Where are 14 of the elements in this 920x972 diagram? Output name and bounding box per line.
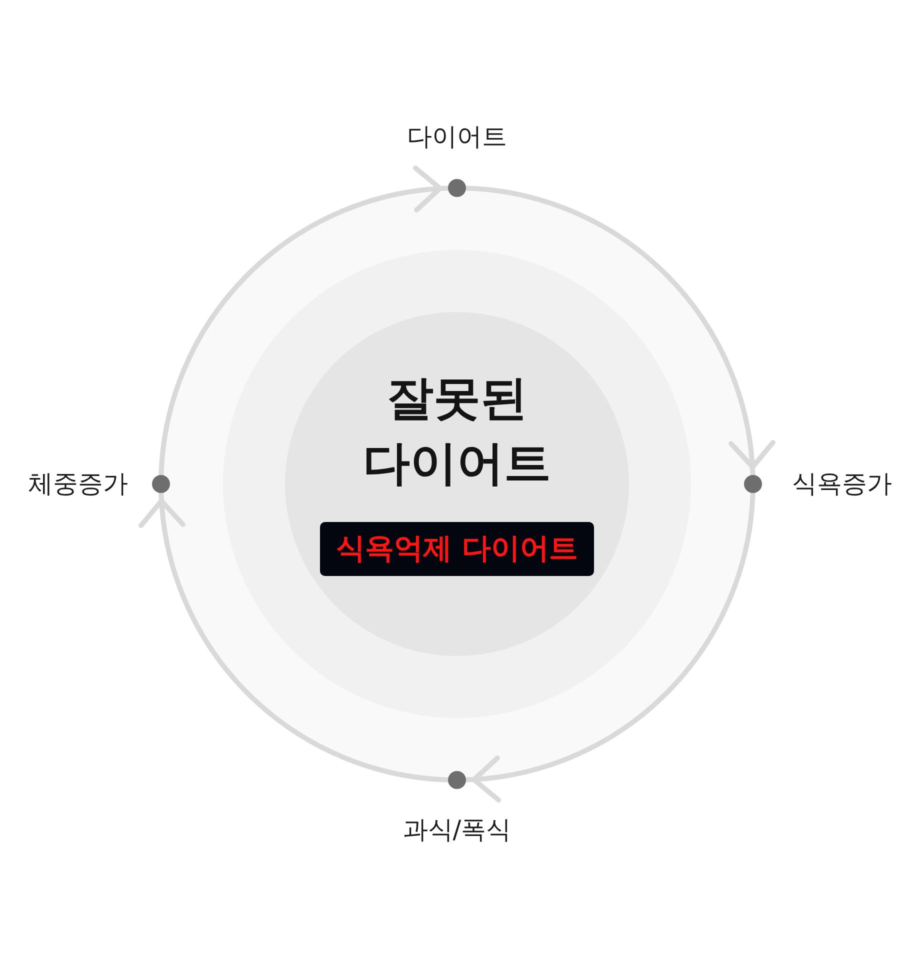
step-dot-icon [448,179,466,197]
step-label: 체중증가 [28,469,128,499]
step-label: 과식/폭식 [402,815,512,845]
step-label: 식욕증가 [792,469,892,499]
step-label: 다이어트 [407,122,507,152]
highlight-label: 식욕억제 다이어트 [320,522,594,576]
cycle-arrow [464,492,756,800]
step-dot-icon [448,771,466,789]
center-title: 잘못된 다이어트 [362,370,552,493]
cycle-arrow [464,186,774,476]
cycle-arrow [140,492,450,782]
cycle-arrow [158,168,450,476]
step-dot-icon [744,475,762,493]
step-dot-icon [152,475,170,493]
